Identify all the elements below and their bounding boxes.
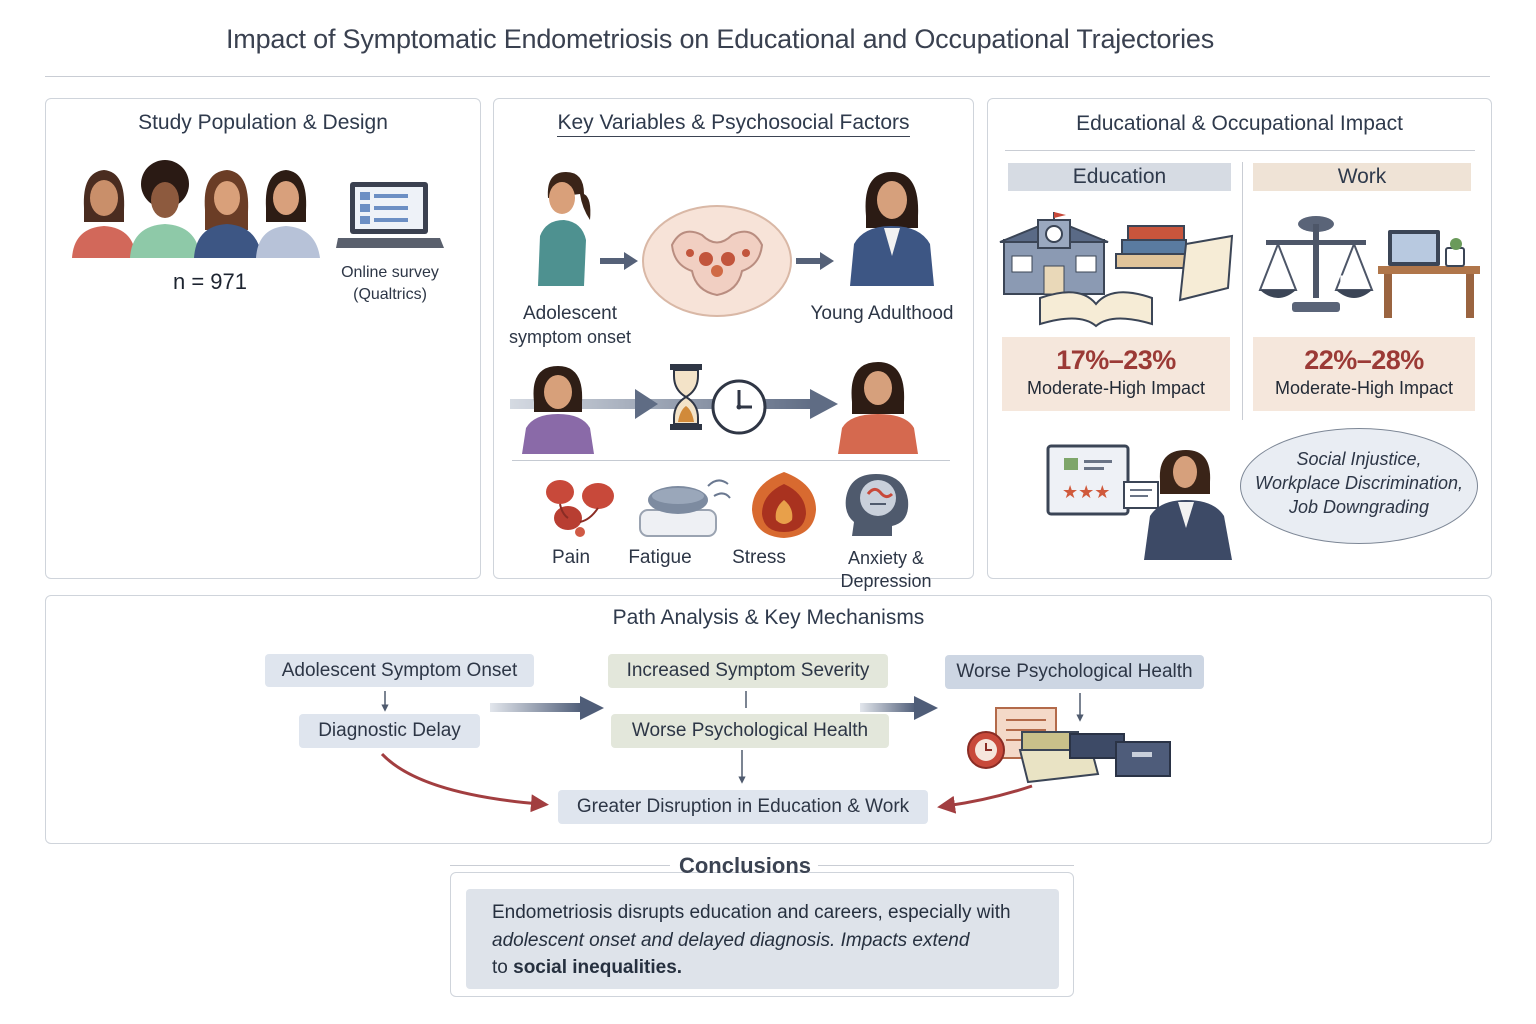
conclusions-rule-right [818,865,1074,866]
education-pct: 17%–23% [1056,345,1176,375]
page-title: Impact of Symptomatic Endometriosis on E… [226,24,1214,54]
bubble-line-3: Job Downgrading [1288,496,1430,517]
factor-anxiety: Anxiety & Depression [840,548,932,591]
variables-divider [512,460,950,461]
node-psych-health-mid: Worse Psychological Health [611,714,889,748]
survey-line-2: (Qualtrics) [353,285,427,303]
variables-title-text: Key Variables & Psychosocial Factors [557,111,910,137]
speech-bubble [1240,428,1478,544]
adult-woman-icon [838,362,918,454]
node-adolescent-onset: Adolescent Symptom Onset [265,654,534,687]
conclusion-line-3: to social inequalities. [492,954,1033,982]
node-psych-health-right: Worse Psychological Health [945,655,1204,689]
conclusions-title: Conclusions [678,853,811,878]
speech-bubble-text: Social Injustice, Workplace Discriminati… [1240,448,1478,519]
scale-desk-icon [1258,216,1480,318]
node-disruption: Greater Disruption in Education & Work [558,790,928,824]
conclusion-line-3-prefix: to [492,957,514,979]
adolescent-line-2: symptom onset [508,326,632,347]
clock-icon [711,379,767,435]
path-title: Path Analysis & Key Mechanisms [612,606,925,629]
review-woman-icon: ★★★ [1046,444,1232,560]
stress-icon [752,472,816,538]
conclusion-line-2: adolescent onset and delayed diagnosis. … [492,929,970,951]
conclusion-line-3-bold: social inequalities. [513,957,683,979]
adolescent-line-1: Adolescent [522,303,617,324]
pain-icon [546,480,614,537]
bubble-line-1: Social Injustice, [1296,449,1422,469]
school-books-icon [999,212,1234,328]
education-header: Education [1008,163,1231,191]
bubble-line-2: Workplace Discrimination, [1254,472,1464,493]
factor-fatigue: Fatigue [628,547,692,568]
adolescent-onset-label: Adolescent symptom onset [500,302,640,350]
education-stat-box: 17%–23% Moderate-High Impact [1002,337,1230,411]
survey-line-1: Online survey [341,264,439,281]
title-divider [45,76,1490,77]
survey-method: Online survey (Qualtrics) [326,262,454,305]
young-woman-icon [850,172,934,286]
timeline-arrow [510,389,838,419]
work-impact-label: Moderate-High Impact [1274,378,1454,398]
svg-text:★★★: ★★★ [1062,482,1110,503]
conclusions-text: Endometriosis disrupts education and car… [466,889,1059,989]
anxiety-head-icon [845,474,909,536]
arrow-right-icon [600,252,638,270]
work-pct: 22%–28% [1304,345,1424,375]
factor-stress: Stress [732,547,786,568]
laptop-icon [336,182,444,248]
scale-label-right: D [1339,273,1353,294]
impact-divider [1005,150,1475,151]
conclusions-rule-left [450,865,670,866]
teen-girl-icon [522,366,594,454]
variables-title: Key Variables & Psychosocial Factors [494,111,973,137]
impact-column-divider [1242,162,1243,420]
education-impact-label: Moderate-High Impact [1026,378,1206,398]
young-adulthood-label: Young Adulthood [810,303,954,324]
work-stat-box: 22%–28% Moderate-High Impact [1253,337,1475,411]
node-diagnostic-delay: Diagnostic Delay [299,714,480,748]
sample-size: n = 971 [172,269,247,294]
files-clock-icon [967,707,1171,784]
adolescent-girl-icon [538,172,591,286]
factor-pain: Pain [551,547,591,568]
arrow-right-icon [796,252,834,270]
pelvis-icon [642,205,792,317]
work-header: Work [1253,163,1471,191]
node-symptom-severity: Increased Symptom Severity [608,654,888,688]
scale-label-left: A [1273,273,1287,294]
conclusion-line-1: Endometriosis disrupts education and car… [492,902,1011,923]
hourglass-icon [670,364,702,430]
impact-title: Educational & Occupational Impact [1076,112,1403,135]
women-group-icon [72,160,320,258]
population-title: Study Population & Design [138,111,388,134]
fatigue-icon [639,479,731,537]
